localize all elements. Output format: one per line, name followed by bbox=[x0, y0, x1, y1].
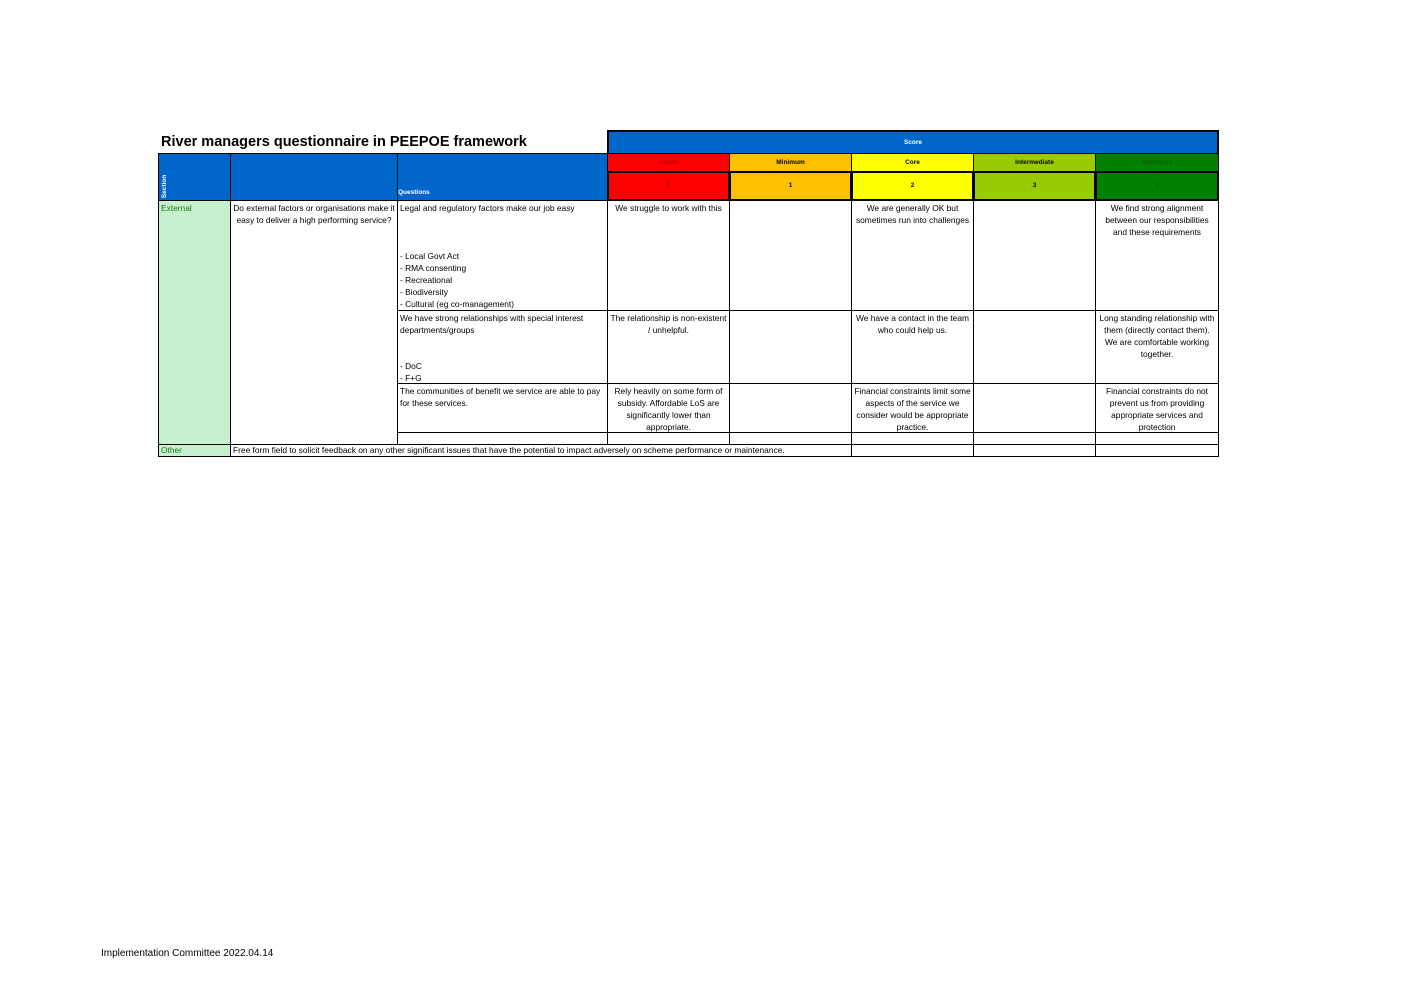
topic-header bbox=[230, 153, 398, 201]
row-1-core: We are generally OK but sometimes run in… bbox=[851, 200, 974, 311]
level-core-name: Core bbox=[851, 153, 974, 172]
question-1: Legal and regulatory factors make our jo… bbox=[397, 200, 608, 311]
row-1-aware: We struggle to work with this bbox=[607, 200, 730, 311]
question-2-text: We have strong relationships with specia… bbox=[400, 313, 584, 335]
document-title: River managers questionnaire in PEEPOE f… bbox=[161, 134, 527, 150]
question-1-bullet: - Recreational bbox=[400, 275, 453, 285]
level-advanced-name: Advanced bbox=[1095, 153, 1219, 172]
level-advanced-score: 4 bbox=[1095, 171, 1219, 201]
question-2-bullet: - F+G bbox=[400, 373, 422, 383]
section-other-text: Free form field to solicit feedback on a… bbox=[230, 444, 852, 457]
section-header bbox=[158, 153, 231, 201]
row-1-intermediate bbox=[973, 200, 1096, 311]
questions-header-label: Questions bbox=[398, 189, 430, 196]
row-3-advanced: Financial constraints do not prevent us … bbox=[1095, 383, 1219, 433]
row-2-advanced: Long standing relationship with them (di… bbox=[1095, 310, 1219, 384]
level-intermediate-name: Intermediate bbox=[973, 153, 1096, 172]
footer-text: Implementation Committee 2022.04.14 bbox=[101, 948, 274, 959]
row-1-advanced: We find strong alignment between our res… bbox=[1095, 200, 1219, 311]
question-2-bullet: - DoC bbox=[400, 361, 422, 371]
level-intermediate-score: 3 bbox=[973, 171, 1096, 201]
question-1-bullet: - Cultural (eg co-management) bbox=[400, 299, 515, 309]
row-3-core: Financial constraints limit some aspects… bbox=[851, 383, 974, 433]
question-1-bullet: - Biodiversity bbox=[400, 287, 448, 297]
level-aware-score: 0 bbox=[607, 171, 730, 201]
other-advanced bbox=[1095, 444, 1219, 457]
row-2-core: We have a contact in the team who could … bbox=[851, 310, 974, 384]
question-1-bullet: - Local Govt Act bbox=[400, 251, 460, 261]
section-other: Other bbox=[158, 444, 231, 457]
level-minimum-name: Minimum bbox=[729, 153, 852, 172]
other-intermediate bbox=[973, 444, 1096, 457]
row-1-minimum bbox=[729, 200, 852, 311]
row-2-aware: The relationship is non-existent / unhel… bbox=[607, 310, 730, 384]
question-2: We have strong relationships with specia… bbox=[397, 310, 608, 384]
section-external: External bbox=[158, 200, 231, 445]
level-aware-name: Aware bbox=[607, 153, 730, 172]
row-2-intermediate bbox=[973, 310, 1096, 384]
row-3-intermediate bbox=[973, 383, 1096, 433]
question-3: The communities of benefit we service ar… bbox=[397, 383, 608, 433]
row-3-aware: Rely heavily on some form of subsidy. Af… bbox=[607, 383, 730, 433]
score-header: Score bbox=[607, 130, 1219, 155]
question-1-text: Legal and regulatory factors make our jo… bbox=[400, 203, 575, 213]
score-label: Score bbox=[903, 138, 923, 146]
level-minimum-score: 1 bbox=[729, 171, 852, 201]
row-2-minimum bbox=[729, 310, 852, 384]
row-3-minimum bbox=[729, 383, 852, 433]
section-external-topic: Do external factors or organisations mak… bbox=[230, 200, 398, 445]
questions-header bbox=[397, 153, 608, 201]
other-core bbox=[851, 444, 974, 457]
question-1-bullet: - RMA consenting bbox=[400, 263, 467, 273]
section-header-label: Section bbox=[161, 174, 169, 198]
level-core-score: 2 bbox=[851, 171, 974, 201]
